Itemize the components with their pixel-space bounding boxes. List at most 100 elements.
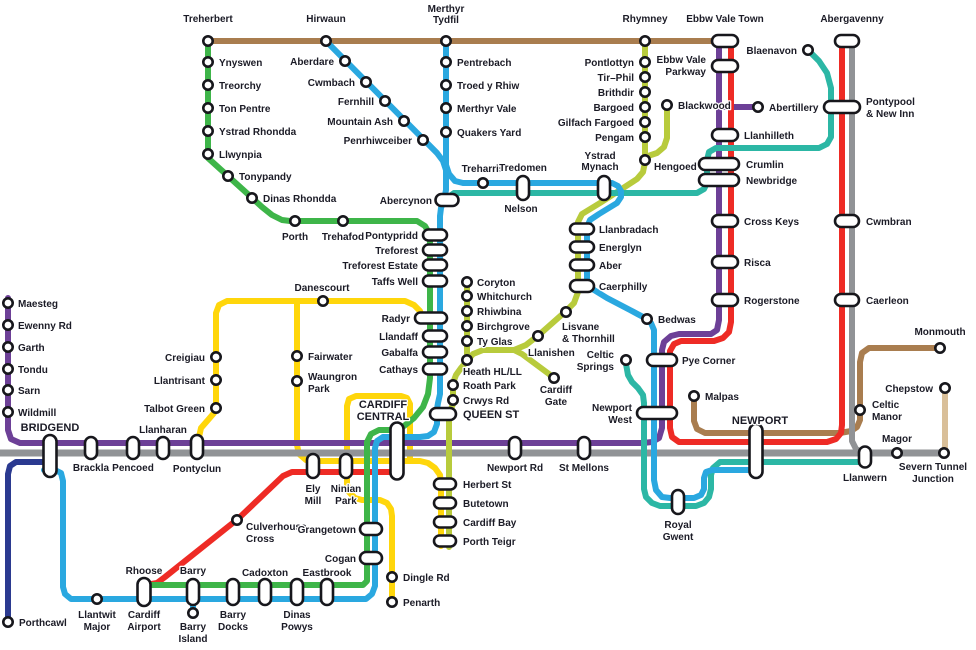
station-herbert-st: Herbert St [432, 477, 513, 492]
station-label: Caerphilly [599, 282, 648, 293]
station-marker [635, 405, 679, 421]
station-treorchy: Treorchy [202, 79, 263, 93]
station-label: Mynach [581, 162, 618, 173]
station-cathays: Cathays [378, 362, 449, 377]
station-aber: Aber [568, 258, 623, 273]
station-wildmill: Wildmill [2, 405, 58, 420]
station-abertillery: Abertillery [751, 101, 820, 115]
station-marker [289, 577, 305, 607]
station-label: Llantwit [78, 610, 116, 621]
station-label: Park [335, 496, 357, 507]
station-crumlin: Crumlin [697, 156, 785, 172]
station-marker [202, 125, 215, 138]
station-cogan: Cogan [324, 550, 384, 566]
station-label: Pontyclun [173, 464, 221, 475]
station-marker [446, 393, 459, 406]
station-marker [358, 550, 384, 566]
station-tir-phil: Tir–Phil [596, 71, 651, 85]
station-newport: NEWPORT [731, 414, 790, 480]
station-label: Severn Tunnel [899, 462, 967, 473]
station-label: Cardiff [540, 385, 573, 396]
station-marker [338, 452, 354, 480]
station-fernhill: Fernhill [337, 95, 391, 109]
station-marker [638, 86, 651, 99]
station-marker [336, 215, 349, 228]
station-quakers-yard: Quakers Yard [439, 126, 523, 140]
station-marker [460, 304, 473, 317]
station-marker [670, 488, 686, 516]
station-porth-teigr: Porth Teigr [432, 534, 517, 549]
station-chepstow: Chepstow [884, 381, 951, 396]
station-marker [446, 378, 459, 391]
station-label: Trehafod [322, 232, 364, 243]
station-marker [305, 452, 321, 480]
station-marker [476, 177, 489, 190]
station-marker [155, 435, 171, 461]
station-marker [125, 435, 141, 461]
station-label: Llwynpia [219, 150, 262, 161]
station-marker [257, 577, 273, 607]
station-garth: Garth [2, 340, 46, 355]
station-marker [460, 334, 473, 347]
station-whitchurch: Whitchurch [460, 289, 533, 304]
station-pye-corner: Pye Corner [645, 352, 737, 368]
station-label: Gabalfa [381, 348, 418, 359]
station-marker [833, 213, 861, 229]
station-label: Dingle Rd [403, 573, 450, 584]
station-label: Cross [246, 534, 275, 545]
station-marker [619, 353, 632, 366]
station-label: Birchgrove [477, 322, 530, 333]
station-llanharan: Llanharan [138, 424, 188, 461]
station-brithdir: Brithdir [597, 86, 651, 100]
station-label: Tonypandy [239, 172, 292, 183]
station-magor: Magor [881, 433, 913, 459]
station-marker [319, 34, 332, 47]
station-label: Park [308, 384, 330, 395]
station-label: Porth [282, 232, 308, 243]
station-label: Eastbrook [303, 568, 352, 579]
station-tonypandy: Tonypandy [222, 170, 293, 184]
station-label: Celtic [872, 400, 900, 411]
station-label: Heath HL/LL [463, 367, 522, 378]
station-label: Newport Rd [487, 463, 543, 474]
station-label: St Mellons [559, 463, 609, 474]
station-label: Roath Park [463, 381, 516, 392]
station-label: Penarth [403, 598, 440, 609]
station-label: Hirwaun [306, 14, 345, 25]
station-tondu: Tondu [2, 362, 49, 377]
station-label: Ninian [331, 484, 362, 495]
station-label: Rhiwbina [477, 307, 522, 318]
station-marker [853, 403, 866, 416]
station-marker [2, 615, 14, 628]
station-label: Docks [218, 622, 248, 633]
station-label: Cardiff Bay [463, 518, 517, 529]
station-label: Treforest Estate [342, 261, 418, 272]
station-risca: Risca [710, 254, 772, 270]
station-marker [290, 374, 303, 387]
station-marker [316, 294, 329, 307]
station-label: Aber [599, 261, 622, 272]
line-maesteg-purple [5, 42, 722, 446]
station-marker [136, 576, 152, 608]
station-label: Cardiff [128, 610, 161, 621]
station-marker [421, 329, 449, 343]
station-label: Pentrebach [457, 58, 511, 69]
line-rhondda-green [147, 38, 433, 588]
station-marker [439, 79, 452, 92]
station-label: Whitchurch [477, 292, 532, 303]
station-marker [428, 406, 458, 422]
station-label: Grangetown [298, 525, 356, 536]
station-marker [938, 381, 951, 394]
station-marker [210, 401, 223, 414]
station-rhiwbina: Rhiwbina [460, 304, 523, 319]
station-label: Cadoxton [242, 568, 288, 579]
station-label: Caerleon [866, 296, 909, 307]
station-label: Powys [281, 622, 313, 633]
station-llanwern: Llanwern [842, 445, 888, 485]
station-roath-park: Roath Park [446, 378, 517, 393]
station-ty-glas: Ty Glas [460, 334, 514, 349]
